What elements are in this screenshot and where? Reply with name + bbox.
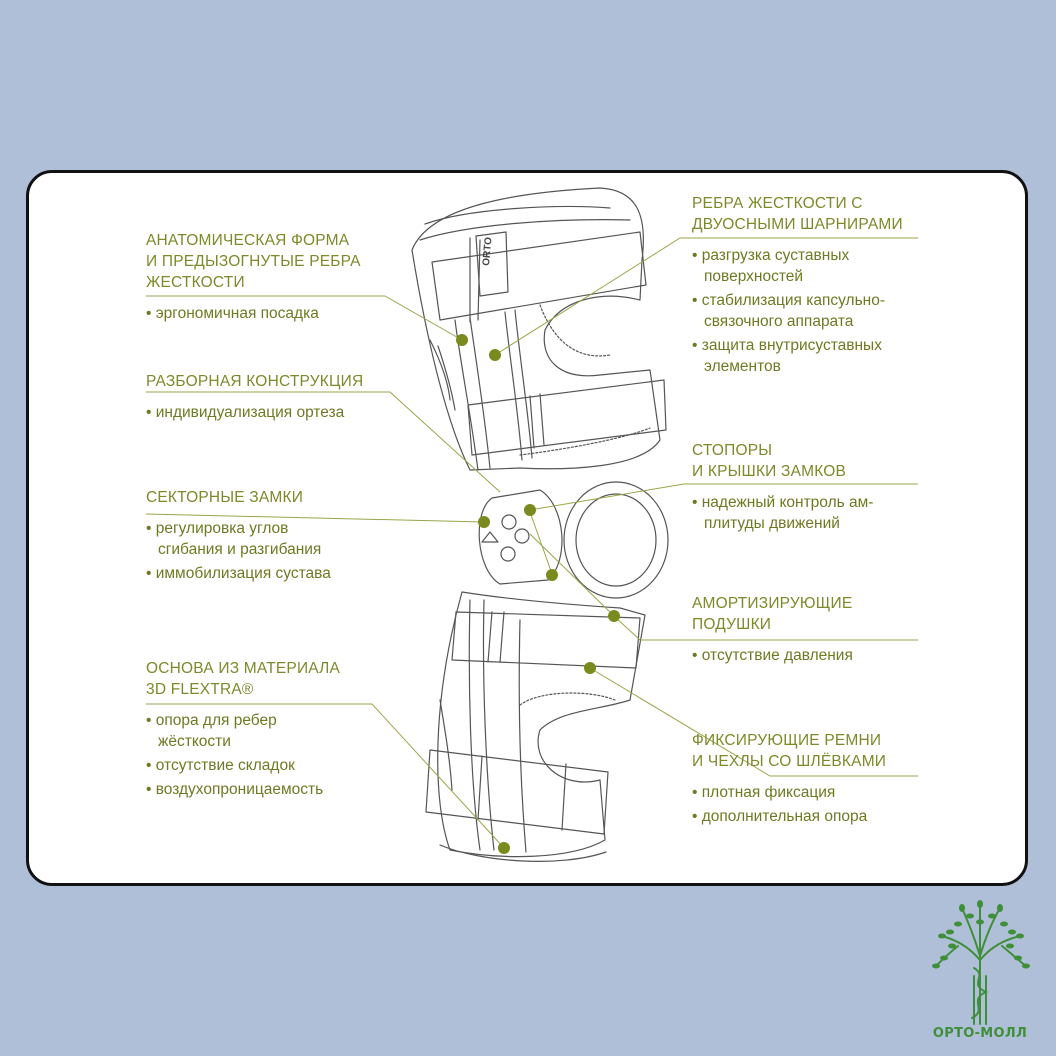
callout-sector-locks: СЕКТОРНЫЕ ЗАМКИ регулировка углов сгибан… [146, 487, 331, 584]
patella-ring-outer [563, 481, 669, 599]
callout-item: эргономичная посадка [146, 303, 361, 324]
shin-strap-upper [451, 611, 641, 669]
leader-stops-2 [529, 511, 553, 575]
callout-title: РЕБРА ЖЕСТКОСТИ С [692, 195, 863, 212]
callout-item: защита внутрисуставных [692, 335, 903, 356]
callout-title: РАЗБОРНАЯ КОНСТРУКЦИЯ [146, 373, 364, 390]
callout-title: ДВУОСНЫМИ ШАРНИРАМИ [692, 216, 903, 233]
callout-item: разгрузка суставных [692, 245, 903, 266]
callout-item: отсутствие складок [146, 755, 340, 776]
callout-item: сгибания и разгибания [158, 541, 322, 558]
callout-item: регулировка углов [146, 518, 331, 539]
callout-modular-design: РАЗБОРНАЯ КОНСТРУКЦИЯ индивидуализация о… [146, 371, 363, 423]
marker-dot [456, 334, 468, 346]
lateral-rib-lower [468, 599, 481, 851]
marker-dot [608, 610, 620, 622]
marker-dot [524, 504, 536, 516]
leader-modular [146, 391, 501, 493]
callout-item: надежный контроль ам- [692, 492, 874, 513]
thigh-strap-lower [467, 379, 667, 456]
hinge-arrow-icon [481, 531, 499, 543]
callout-title: ФИКСИРУЮЩИЕ РЕМНИ [692, 732, 882, 749]
callout-item: иммобилизация сустава [146, 563, 331, 584]
callout-straps: ФИКСИРУЮЩИЕ РЕМНИ И ЧЕХЛЫ СО ШЛЁВКАМИ пл… [692, 730, 886, 827]
callout-title: И ЧЕХЛЫ СО ШЛЁВКАМИ [692, 753, 887, 770]
leader-pads-2 [529, 533, 615, 617]
shin-strap-lower [425, 749, 609, 835]
thigh-top-rim [424, 205, 611, 225]
callout-item: элементов [704, 358, 781, 375]
callout-title: 3D FLEXTRA® [146, 681, 254, 698]
callout-item: связочного аппарата [704, 313, 854, 330]
callout-flextra-base: ОСНОВА ИЗ МАТЕРИАЛА 3D FLEXTRA® опора дл… [146, 658, 340, 800]
logo-text: ОРТО-МОЛЛ [932, 1026, 1028, 1041]
marker-dot [584, 662, 596, 674]
leader-straps [589, 667, 918, 777]
marker-dot [546, 569, 558, 581]
zipper-lower [519, 692, 616, 706]
callout-title: ПОДУШКИ [692, 616, 772, 633]
callout-title: И КРЫШКИ ЗАМКОВ [692, 463, 847, 480]
hinge-screw-1 [501, 514, 517, 530]
marker-dot [489, 349, 501, 361]
brace-label-box [475, 231, 509, 297]
callout-item: жёсткости [158, 733, 231, 750]
leader-anatomic [146, 295, 463, 341]
tree-icon [932, 900, 1030, 1025]
callout-item: плитуды движений [704, 515, 840, 532]
leader-pads [613, 615, 918, 641]
callout-title: СТОПОРЫ [692, 442, 773, 459]
callout-item: опора для ребер [146, 710, 340, 731]
callout-title: АНАТОМИЧЕСКАЯ ФОРМА [146, 232, 350, 249]
shin-cuff [437, 591, 646, 858]
leader-ribs [494, 237, 918, 356]
callout-title: И ПРЕДЫЗОГНУТЫЕ РЕБРА [146, 253, 361, 270]
callout-anatomic-shape: АНАТОМИЧЕСКАЯ ФОРМА И ПРЕДЫЗОГНУТЫЕ РЕБР… [146, 230, 361, 324]
patella-ring-inner [575, 493, 657, 587]
callout-item: воздухопроницаемость [146, 779, 340, 800]
callout-item: индивидуализация ортеза [146, 402, 363, 423]
callout-item: отсутствие давления [692, 645, 853, 666]
thigh-cuff [411, 187, 661, 471]
callout-item: плотная фиксация [692, 782, 886, 803]
brace-label: ORTO [481, 236, 494, 266]
callout-item: дополнительная опора [692, 806, 886, 827]
callout-title: ОСНОВА ИЗ МАТЕРИАЛА [146, 660, 341, 677]
callout-title: АМОРТИЗИРУЮЩИЕ [692, 595, 853, 612]
zipper-upper [539, 304, 611, 357]
leader-base [146, 703, 505, 849]
callout-cushions: АМОРТИЗИРУЮЩИЕ ПОДУШКИ отсутствие давлен… [692, 593, 853, 666]
thigh-strap-upper [431, 231, 647, 321]
hinge-screw-3 [500, 546, 516, 562]
callout-item: стабилизация капсульно- [692, 290, 903, 311]
leader-stops [529, 483, 918, 511]
marker-dot [498, 842, 510, 854]
hinge-screw-2 [514, 528, 530, 544]
callout-title: СЕКТОРНЫЕ ЗАМКИ [146, 489, 304, 506]
callout-stoppers: СТОПОРЫ И КРЫШКИ ЗАМКОВ надежный контрол… [692, 440, 873, 534]
lateral-rib-upper [454, 319, 479, 471]
callout-item: поверхностей [704, 268, 804, 285]
callout-title: ЖЕСТКОСТИ [146, 274, 245, 291]
marker-dot [478, 516, 490, 528]
callout-stiffening-ribs: РЕБРА ЖЕСТКОСТИ С ДВУОСНЫМИ ШАРНИРАМИ ра… [692, 193, 903, 377]
